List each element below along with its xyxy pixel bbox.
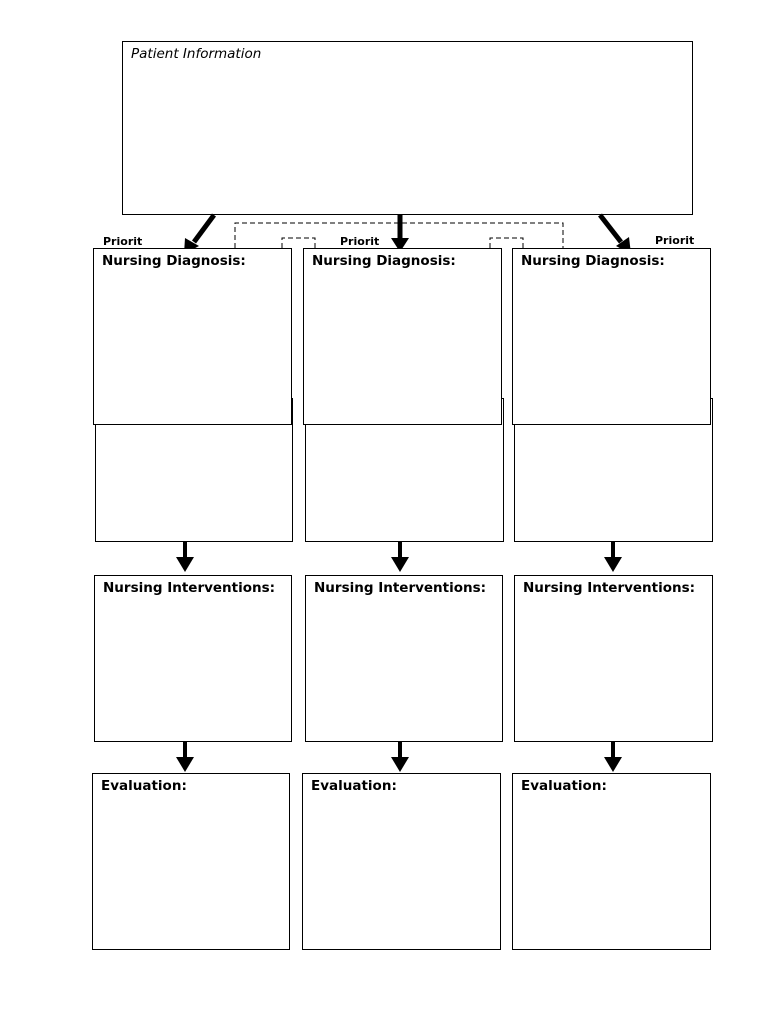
dashed-connector-right <box>489 237 524 248</box>
interventions-label-col2: Nursing Interventions: <box>314 580 487 596</box>
patient-info-box: Patient Information <box>122 41 693 215</box>
diagnosis-box-col3: Nursing Diagnosis: <box>512 248 711 425</box>
interventions-box-col3: Nursing Interventions: <box>514 575 713 742</box>
evaluation-label-col2: Evaluation: <box>311 778 397 794</box>
diagnosis-label-col1: Nursing Diagnosis: <box>102 253 246 269</box>
arrow-col2-int-eval-head <box>391 757 409 772</box>
arrow-top-left-shaft <box>191 213 217 244</box>
priority-label-col3: Priorit <box>655 234 695 247</box>
arrow-top-center-head <box>391 238 409 252</box>
evaluation-label-col3: Evaluation: <box>521 778 607 794</box>
arrow-col1-int-eval-head <box>176 757 194 772</box>
interventions-label-col3: Nursing Interventions: <box>523 580 696 596</box>
arrow-col1-diag-int-head <box>176 557 194 572</box>
priority-label-col1: Priorit <box>103 235 143 248</box>
evaluation-label-col1: Evaluation: <box>101 778 187 794</box>
diagnosis-box-col1: Nursing Diagnosis: <box>93 248 292 425</box>
patient-info-label: Patient Information <box>131 46 262 62</box>
diagnosis-label-col2: Nursing Diagnosis: <box>312 253 456 269</box>
evaluation-box-col1: Evaluation: <box>92 773 290 950</box>
dashed-connector-left <box>281 237 316 248</box>
priority-label-col2: Priorit <box>340 235 380 248</box>
diagnosis-box-col2: Nursing Diagnosis: <box>303 248 502 425</box>
evaluation-box-col2: Evaluation: <box>302 773 501 950</box>
arrow-top-right-shaft <box>598 213 623 244</box>
arrow-col3-diag-int-head <box>604 557 622 572</box>
interventions-box-col2: Nursing Interventions: <box>305 575 503 742</box>
arrow-col3-int-eval-head <box>604 757 622 772</box>
interventions-label-col1: Nursing Interventions: <box>103 580 276 596</box>
arrow-col2-diag-int-head <box>391 557 409 572</box>
diagnosis-label-col3: Nursing Diagnosis: <box>521 253 665 269</box>
evaluation-box-col3: Evaluation: <box>512 773 711 950</box>
interventions-box-col1: Nursing Interventions: <box>94 575 292 742</box>
